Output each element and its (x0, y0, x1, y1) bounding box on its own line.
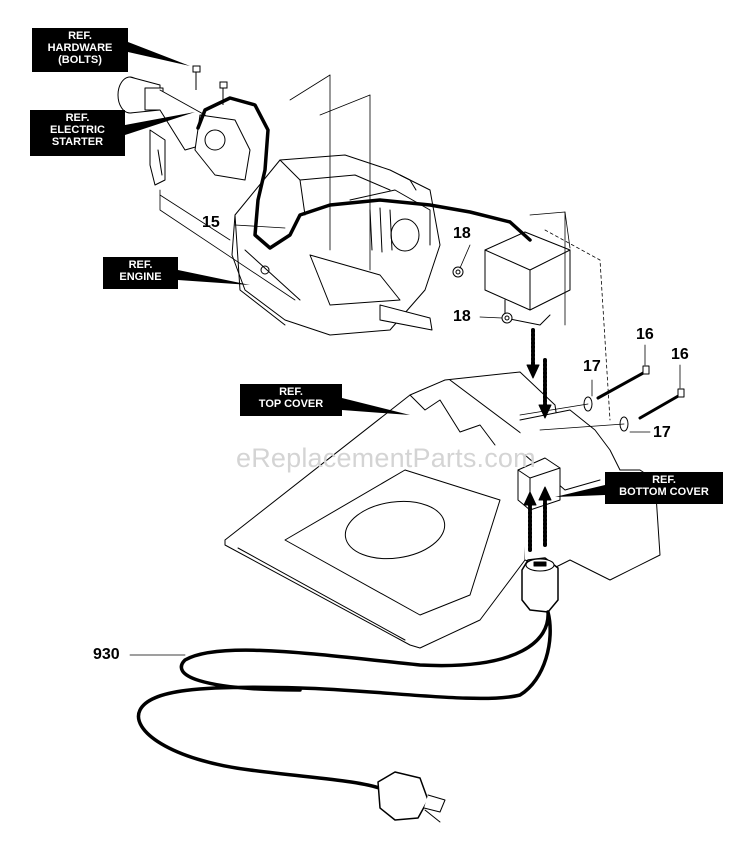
top-cover (224, 371, 561, 649)
ref-engine-line1: REF. (128, 259, 153, 271)
ref-engine-label: REF. ENGINE (103, 257, 178, 289)
starter-wire (196, 96, 532, 250)
ref-top-cover-label: REF. TOP COVER (240, 384, 342, 416)
ref-top-cover-line2: TOP COVER (258, 398, 324, 410)
part-number-17-lower: 17 (653, 424, 671, 441)
part-number-17-upper: 17 (583, 358, 601, 375)
extension-cord-930 (136, 610, 552, 792)
bolt-16-upper (596, 365, 650, 400)
cord-plug-top (521, 557, 559, 613)
ref-hardware-line1: REF. (68, 30, 92, 42)
part-number-16-upper: 16 (636, 326, 654, 343)
part-number-18-upper: 18 (453, 225, 471, 242)
ref-starter-line1: REF. (65, 112, 90, 124)
bolt-16-lower (638, 388, 685, 420)
part-number-16-lower: 16 (671, 346, 689, 363)
part-number-18-lower: 18 (453, 308, 471, 325)
ref-bottom-cover-line1: REF. (652, 474, 676, 486)
ref-starter-line3: STARTER (51, 136, 104, 148)
ref-electric-starter-label: REF. ELECTRIC STARTER (30, 110, 125, 156)
ref-hardware-line3: (BOLTS) (58, 54, 102, 66)
arrow-up-left (523, 491, 537, 552)
arrow-up-right (538, 486, 552, 547)
ref-starter-line2: ELECTRIC (50, 124, 105, 136)
part-number-15: 15 (202, 214, 220, 231)
part-number-930: 930 (93, 646, 120, 663)
ref-engine-line2: ENGINE (119, 271, 162, 283)
electric-starter (117, 76, 251, 186)
ref-bottom-cover-label: REF. BOTTOM COVER (605, 472, 723, 504)
cord-plug-end (377, 771, 446, 823)
ref-hardware-bolts-label: REF. HARDWARE (BOLTS) (32, 28, 128, 72)
ref-top-cover-line1: REF. (279, 386, 303, 398)
nut-18-lower (501, 312, 513, 324)
arrow-down-lower (538, 358, 552, 419)
arrow-down-upper (526, 328, 540, 379)
watermark-text: eReplacementParts.com (236, 443, 536, 473)
nut-18-upper (452, 266, 464, 278)
switch-box (484, 211, 611, 421)
ref-hardware-line2: HARDWARE (47, 42, 113, 54)
ref-bottom-cover-line2: BOTTOM COVER (619, 486, 709, 498)
